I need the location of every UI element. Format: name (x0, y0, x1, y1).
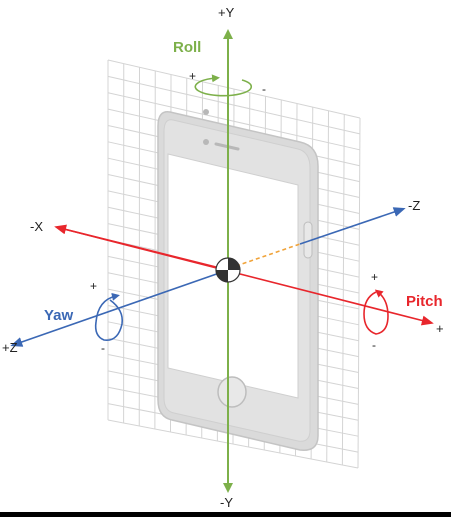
yaw-label: Yaw (44, 307, 74, 324)
home-button (218, 377, 246, 407)
axis-label-neg-z: -Z (408, 198, 420, 213)
phone-camera (203, 139, 209, 145)
roll-plus-sign: + (189, 69, 196, 83)
pitch-plus-sign: + (371, 270, 378, 284)
roll-minus-sign: - (262, 82, 266, 96)
axis-label-pos-y: +Y (218, 5, 235, 20)
axis-label-pos-x: + (436, 321, 444, 336)
phone-top-sensor (203, 109, 209, 115)
axis-label-pos-z: +Z (2, 340, 18, 355)
axis-label-neg-x: -X (30, 219, 43, 234)
yaw-plus-sign: + (90, 279, 97, 293)
axis-label-neg-y: -Y (220, 495, 233, 510)
iphone-device (158, 109, 318, 450)
origin-marker (216, 258, 240, 282)
yaw-minus-sign: - (101, 341, 105, 355)
pitch-label: Pitch (406, 293, 443, 310)
roll-label: Roll (173, 39, 201, 56)
pitch-minus-sign: - (372, 338, 376, 352)
